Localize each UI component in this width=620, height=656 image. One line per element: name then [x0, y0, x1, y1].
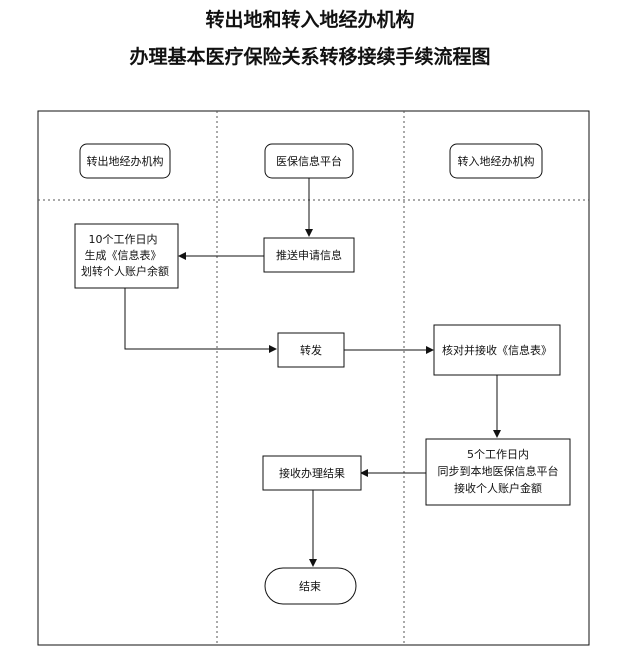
diagram-frame [37, 110, 590, 646]
node-incoming-process [425, 438, 571, 506]
node-outgoing-line-1: 10个工作日内 [89, 232, 158, 246]
node-outgoing-process [74, 223, 179, 289]
node-incoming-line-2: 同步到本地医保信息平台 [438, 464, 559, 478]
arrow-outgoing-to-forward [124, 288, 277, 353]
node-end-label: 结束 [299, 580, 321, 593]
node-outgoing-line-2: 生成《信息表》 [85, 248, 162, 262]
node-incoming-line-3: 接收个人账户金额 [454, 481, 542, 495]
node-forward-label: 转发 [300, 343, 322, 357]
node-outgoing-line-3: 划转个人账户余额 [81, 264, 169, 278]
node-verify-label: 核对并接收《信息表》 [442, 343, 552, 357]
node-push-info [263, 237, 355, 273]
lane-platform-label: 医保信息平台 [276, 154, 342, 168]
title-line-1: 转出地和转入地经办机构 [205, 9, 415, 31]
title-line-2: 办理基本医疗保险关系转移接续手续流程图 [129, 46, 491, 68]
node-incoming-line-1: 5个工作日内 [467, 447, 529, 461]
lane-incoming-box [449, 143, 543, 179]
node-verify [433, 324, 561, 376]
node-receive-result-label: 接收办理结果 [279, 466, 345, 480]
node-end [264, 567, 357, 605]
node-forward [277, 332, 345, 368]
node-push-info-label: 推送申请信息 [276, 248, 342, 262]
node-receive-result [262, 455, 362, 491]
lane-outgoing-box [79, 143, 171, 179]
lane-incoming-label: 转入地经办机构 [458, 154, 535, 168]
lane-outgoing-label: 转出地经办机构 [87, 154, 164, 168]
